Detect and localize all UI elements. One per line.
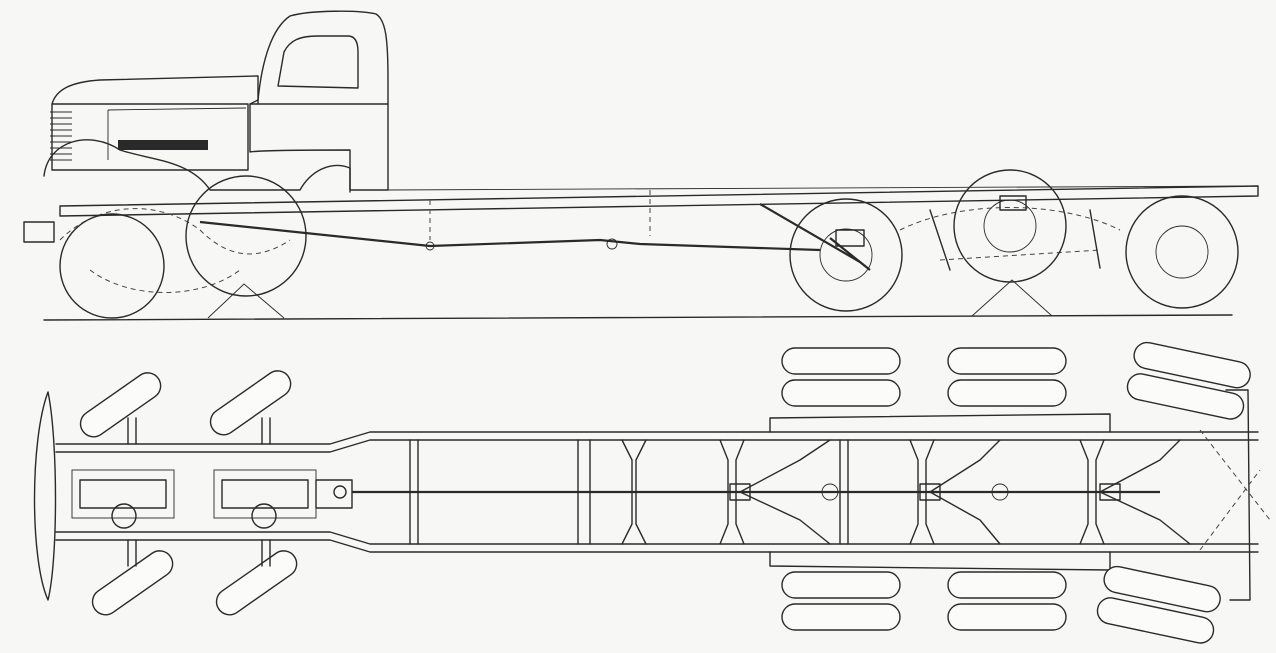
front-tire-top-left bbox=[79, 372, 162, 438]
hood-louvers bbox=[118, 140, 208, 150]
cab-window bbox=[277, 35, 359, 89]
radiator-grille bbox=[50, 111, 72, 161]
rear-wheel-1 bbox=[789, 198, 903, 312]
rear-dual-tires-bottom-3 bbox=[1096, 565, 1221, 644]
front-wheel-2 bbox=[185, 175, 307, 297]
rear-dual-tires-top-2 bbox=[947, 347, 1067, 407]
front-axle-housing-1 bbox=[79, 479, 167, 509]
cross-members bbox=[409, 439, 1105, 545]
drive-shaft-side bbox=[199, 220, 821, 252]
rear-dual-tires-top-3 bbox=[1126, 341, 1251, 420]
hood-line bbox=[107, 107, 247, 111]
rear-suspension-outline bbox=[899, 207, 1121, 261]
torque-arms bbox=[739, 439, 1191, 545]
rear-end-plate bbox=[1225, 389, 1251, 601]
wheel-chock-rear bbox=[971, 279, 1053, 317]
frame-rail-lower bbox=[55, 531, 1259, 553]
ground-line bbox=[43, 314, 1233, 321]
front-wheel-1 bbox=[59, 213, 165, 319]
side-elevation-view bbox=[23, 10, 1259, 321]
frame-rail-upper bbox=[55, 431, 1259, 453]
bumper-plan bbox=[33, 391, 57, 601]
cab bbox=[249, 10, 389, 191]
front-tire-bottom-right bbox=[215, 550, 298, 616]
plan-view bbox=[33, 341, 1271, 644]
rear-dual-tires-top-1 bbox=[781, 347, 901, 407]
front-bumper bbox=[23, 221, 55, 243]
rear-dual-tires-bottom-2 bbox=[947, 571, 1067, 631]
hood bbox=[51, 75, 259, 171]
rear-dual-tires-bottom-1 bbox=[781, 571, 901, 631]
front-tire-bottom-left bbox=[91, 550, 174, 616]
front-tire-top-right bbox=[209, 370, 292, 436]
frame-rail-side bbox=[59, 185, 1259, 217]
front-axle-housing-2 bbox=[221, 479, 309, 509]
front-fender bbox=[43, 139, 351, 193]
rear-wheel-3 bbox=[1125, 195, 1239, 309]
wheel-chock-front bbox=[207, 283, 285, 319]
